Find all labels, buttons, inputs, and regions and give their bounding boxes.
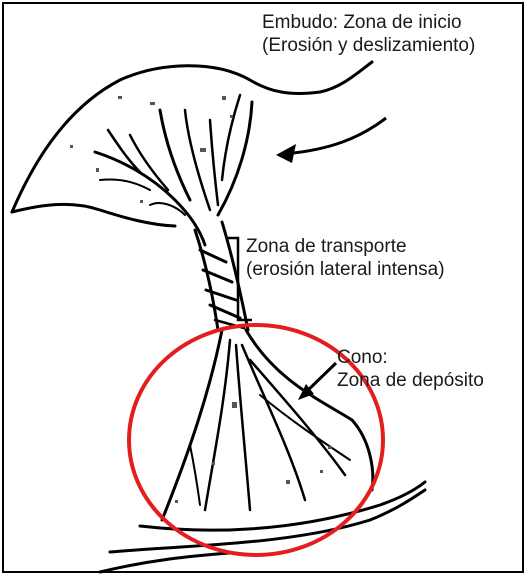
- deposit-zone-title: Cono:: [337, 346, 484, 369]
- transport-zone-title: Zona de transporte: [246, 235, 445, 258]
- ground-lines: [100, 482, 425, 572]
- funnel-right-lower: [218, 102, 252, 215]
- start-zone-title: Embudo: Zona de inicio: [262, 11, 475, 34]
- arrow-funnel-head: [276, 144, 296, 163]
- funnel-left-lower: [12, 204, 175, 226]
- label-transport-zone: Zona de transporte (erosión lateral inte…: [246, 235, 445, 281]
- deposit-zone-subtitle: Zona de depósito: [337, 369, 484, 392]
- arrow-funnel: [284, 118, 386, 154]
- funnel-outline: [12, 62, 372, 212]
- transport-zone-subtitle: (erosión lateral intensa): [246, 258, 445, 281]
- funnel-channels: [95, 95, 240, 245]
- label-deposit-zone: Cono: Zona de depósito: [337, 346, 484, 392]
- start-zone-subtitle: (Erosión y deslizamiento): [262, 34, 475, 57]
- label-start-zone: Embudo: Zona de inicio (Erosión y desliz…: [262, 11, 475, 57]
